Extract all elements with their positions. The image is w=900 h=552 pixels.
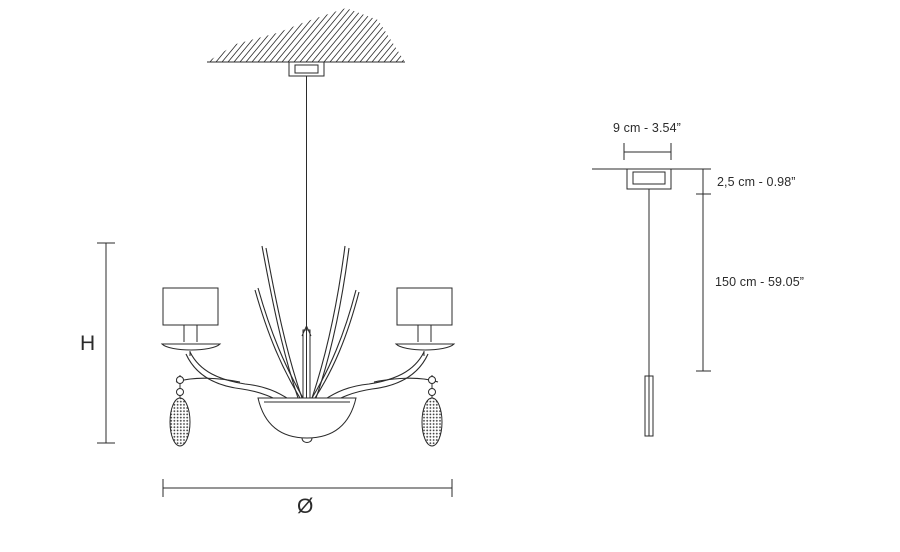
hatch-line [438,4,486,62]
hatch-line [347,8,397,62]
hatch-line [281,8,331,62]
hatch-line [209,8,259,62]
decorative-stems [254,245,360,399]
hatch-line [257,8,307,62]
cable-length-label: 150 cm - 59.05” [715,275,805,289]
hatch-line [269,8,319,62]
central-column [301,324,312,399]
hatch-line [207,8,235,62]
left-crystal-pendant [169,375,191,447]
hatch-line [335,8,385,62]
hatch-line [323,8,373,62]
hatch-line [317,8,367,62]
hatch-line [311,8,361,62]
height-label: H [80,332,96,355]
hatch-line [207,8,247,62]
hatch-line [239,8,289,62]
diameter-label: Ø [297,495,314,518]
left-lamp [160,287,222,356]
side-detail [592,143,711,437]
hatch-line [426,4,474,62]
canopy-width-label: 9 cm - 3.54” [613,121,681,135]
hatch-line [377,8,405,62]
hatch-line [401,8,405,62]
hatch-line [215,8,265,62]
right-lampshade [396,287,453,326]
hatch-line [305,8,355,62]
hatch-line [432,4,480,62]
hatch-line [275,8,325,62]
diameter-dimension [162,479,453,497]
hatch-line [329,8,379,62]
hatch-line [383,8,405,62]
hatch-line [359,8,405,62]
hatch-line [341,8,391,62]
hatch-line [263,8,313,62]
central-bowl [257,397,357,443]
hatch-line [408,4,456,62]
hatch-line [371,8,405,62]
hatch-line [221,8,271,62]
hatch-line [389,8,405,62]
hatch-line [395,8,405,62]
right-crystal-pendant [421,375,443,447]
hatch-line [299,8,349,62]
ceiling-hatch [207,4,486,63]
hatch-line [353,8,403,62]
hatch-line [245,8,295,62]
hatch-line [365,8,405,62]
hatch-line [207,8,241,62]
hatch-line [414,4,462,62]
left-lampshade [162,287,219,326]
canopy-height-label: 2,5 cm - 0.98” [717,175,796,189]
canopy [288,61,325,77]
hatch-line [251,8,301,62]
hatch-line [293,8,343,62]
right-lamp [394,287,456,356]
hatch-line [287,8,337,62]
hatch-line [207,8,253,62]
height-dimension [97,242,115,444]
hatch-line [227,8,277,62]
hatch-line [207,8,229,62]
hatch-line [420,4,468,62]
hatch-line [233,8,283,62]
